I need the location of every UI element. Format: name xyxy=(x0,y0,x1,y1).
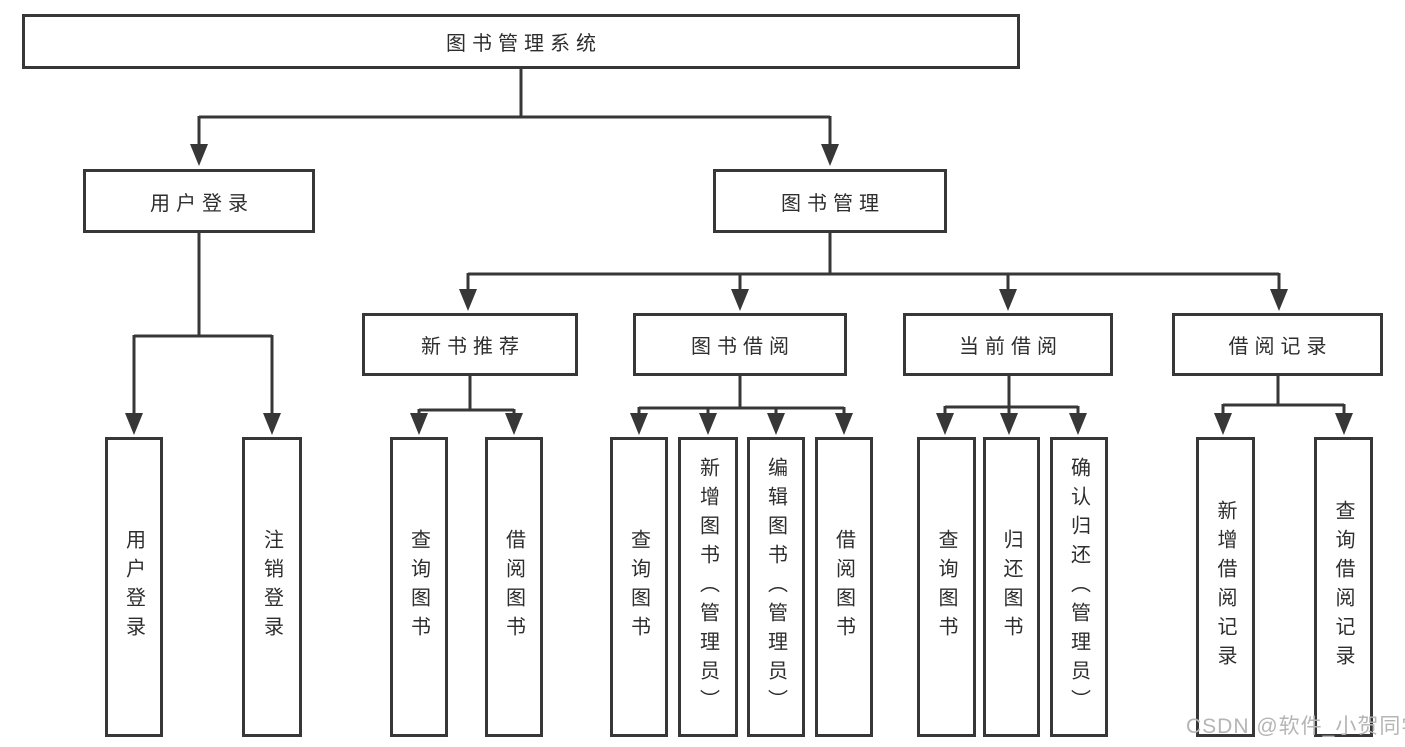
leaf-bb-borrow-books: 借阅图书 xyxy=(815,437,873,737)
leaf-cb-confirm-return-admin: 确认归还（管理员） xyxy=(1050,437,1108,737)
leaf-bb-edit-books-admin: 编辑图书（管理员） xyxy=(747,437,805,737)
node-book-borrow: 图书借阅 xyxy=(633,313,847,376)
node-root: 图书管理系统 xyxy=(22,14,1020,69)
leaf-bb-query-books: 查询图书 xyxy=(610,437,668,737)
csdn-watermark: CSDN @软件_小贺同学 xyxy=(1186,715,1405,738)
leaf-br-add-record: 新增借阅记录 xyxy=(1196,437,1255,737)
leaf-nbr-query-books: 查询图书 xyxy=(390,437,448,737)
leaf-nbr-borrow-books: 借阅图书 xyxy=(485,437,543,737)
node-book-management: 图书管理 xyxy=(713,169,947,233)
node-new-book-recommend: 新书推荐 xyxy=(362,313,578,376)
leaf-user-login: 用户登录 xyxy=(105,437,163,737)
node-current-borrow: 当前借阅 xyxy=(903,313,1113,376)
leaf-br-query-record: 查询借阅记录 xyxy=(1314,437,1373,737)
leaf-logout: 注销登录 xyxy=(242,437,302,737)
leaf-cb-return-books: 归还图书 xyxy=(983,437,1040,737)
node-borrow-record: 借阅记录 xyxy=(1172,313,1383,376)
leaf-cb-query-books: 查询图书 xyxy=(917,437,976,737)
node-user-login: 用户登录 xyxy=(83,169,315,233)
leaf-bb-add-books-admin: 新增图书（管理员） xyxy=(678,437,738,737)
